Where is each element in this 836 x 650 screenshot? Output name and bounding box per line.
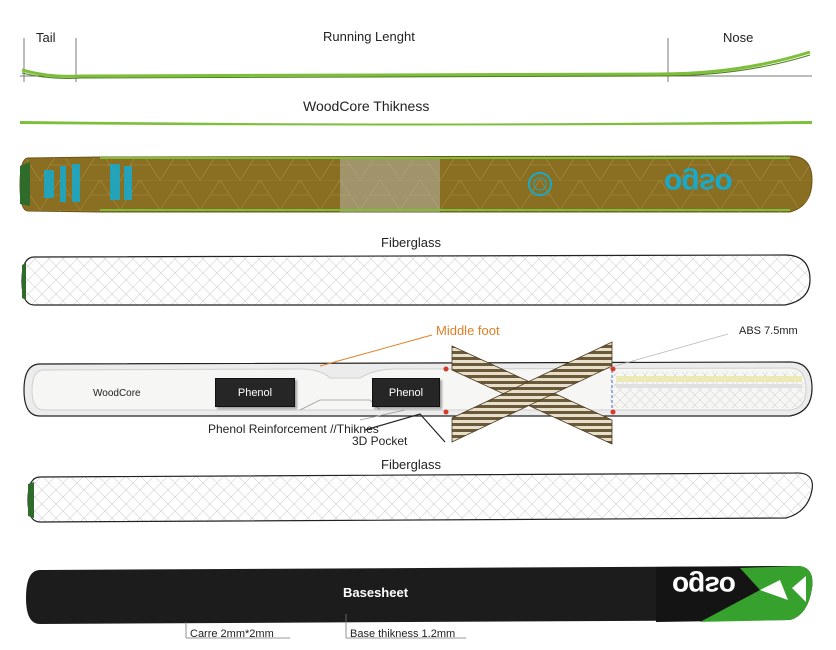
basesheet <box>26 565 813 639</box>
fiberglass-bottom-label: Fiberglass <box>381 457 441 472</box>
fiberglass-bottom-layer <box>27 472 813 523</box>
middle-foot-label: Middle foot <box>436 323 500 338</box>
abs-label: ABS 7.5mm <box>739 325 798 337</box>
phenol-block-1: Phenol <box>215 378 295 407</box>
3d-pocket-label: 3D Pocket <box>352 434 408 448</box>
woodcore-label: WoodCore <box>93 388 141 399</box>
phenol-reinforcement-label: Phenol Reinforcement //Thiknes <box>208 422 379 436</box>
basesheet-brand-logo: ogso <box>672 571 735 602</box>
base-thickness-label: Base thikness 1.2mm <box>350 628 456 640</box>
woodcore-thickness-profile <box>20 121 812 126</box>
basesheet-label: Basesheet <box>343 585 409 600</box>
topsheet <box>19 155 813 213</box>
phenol-1-label: Phenol <box>237 386 273 399</box>
phenol-2-label: Phenol <box>388 386 424 399</box>
nose-label: Nose <box>723 30 754 45</box>
tail-label: Tail <box>36 30 56 45</box>
fiberglass-top-layer <box>21 254 811 306</box>
phenol-block-2: Phenol <box>372 378 440 407</box>
woodcore-thickness-label: WoodCore Thikness <box>303 98 430 114</box>
side-profile <box>20 38 812 82</box>
carre-label: Carre 2mm*2mm <box>190 628 274 640</box>
fiberglass-top-label: Fiberglass <box>381 235 441 250</box>
topsheet-brand-logo: ogso <box>664 167 732 200</box>
running-length-label: Running Lenght <box>323 29 415 44</box>
